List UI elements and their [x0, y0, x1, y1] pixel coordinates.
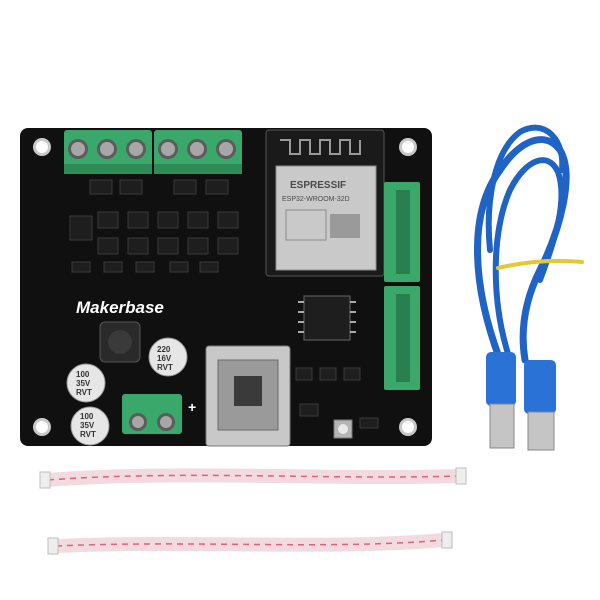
polarity-mark: + [188, 399, 196, 415]
svg-text:100: 100 [76, 370, 90, 379]
usb-b-port [205, 345, 291, 447]
usb-b-plug [524, 360, 556, 451]
capacitor-100uf-2: 100 35V RVT [70, 406, 110, 446]
driver-mosfet-array [69, 179, 239, 273]
mounting-holes [33, 138, 417, 436]
controller-board: Makerbase ESPRESSIF ESP32-WROOM-32D [20, 128, 432, 447]
ribbon-cable-lower [47, 531, 453, 555]
ribbon-cable-upper [39, 467, 467, 489]
svg-text:RVT: RVT [76, 388, 92, 397]
svg-text:35V: 35V [80, 421, 95, 430]
svg-text:16V: 16V [157, 354, 172, 363]
usb-a-plug [486, 352, 516, 449]
svg-text:RVT: RVT [157, 363, 173, 372]
esp32-module: ESPRESSIF ESP32-WROOM-32D [265, 129, 385, 277]
capacitor-100uf-1: 100 35V RVT [66, 363, 106, 403]
module-vendor-label: ESPRESSIF [290, 180, 346, 191]
reset-button [333, 419, 353, 439]
io-connector-top [384, 182, 420, 282]
motor-terminal-block-left [64, 130, 152, 174]
power-inductor [99, 321, 141, 363]
module-model-label: ESP32-WROOM-32D [282, 196, 350, 203]
power-terminal-block [122, 394, 182, 434]
capacitor-220uf: 220 16V RVT [148, 337, 188, 377]
brand-label: Makerbase [76, 298, 164, 317]
svg-text:35V: 35V [76, 379, 91, 388]
motor-terminal-block-right [154, 130, 242, 174]
usb-cable [474, 124, 584, 364]
bottom-right-components [295, 367, 379, 429]
io-connector-bottom [384, 286, 420, 390]
svg-text:100: 100 [80, 412, 94, 421]
svg-text:220: 220 [157, 345, 171, 354]
serial-chip [298, 295, 356, 341]
svg-text:RVT: RVT [80, 430, 96, 439]
